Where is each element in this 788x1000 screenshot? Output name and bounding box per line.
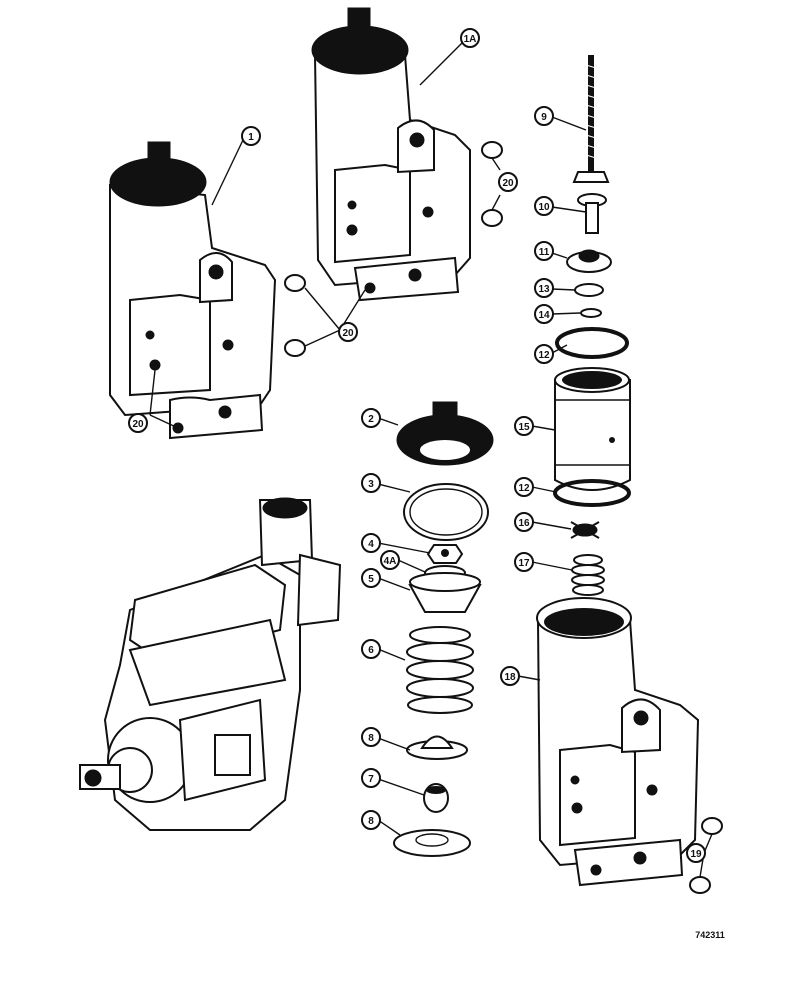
washer-13 <box>574 283 604 297</box>
diaphragm-2 <box>396 401 494 466</box>
callout-20-left: 20 <box>128 413 148 433</box>
spring-seat-8-lower <box>393 829 471 857</box>
svg-text:18: 18 <box>504 672 516 683</box>
plunger-10 <box>577 193 607 234</box>
svg-text:14: 14 <box>538 310 550 321</box>
callout-20-mid: 20 <box>338 322 358 342</box>
svg-text:19: 19 <box>690 849 702 860</box>
svg-text:3: 3 <box>368 479 374 490</box>
spring-guide-16 <box>570 521 600 539</box>
svg-text:4: 4 <box>368 539 374 550</box>
svg-text:10: 10 <box>538 202 550 213</box>
svg-text:9: 9 <box>541 112 547 123</box>
callouts: 1 1A 2 3 4 4A 5 6 7 8 8 9 10 11 12 12 13… <box>128 28 706 863</box>
air-compressor <box>79 497 342 831</box>
snap-ring-3 <box>403 483 489 541</box>
callout-7: 7 <box>361 768 381 788</box>
svg-text:17: 17 <box>518 558 530 569</box>
svg-text:16: 16 <box>518 518 530 529</box>
svg-text:20: 20 <box>502 178 514 189</box>
callout-12-lower: 12 <box>514 477 534 497</box>
plugs-19 <box>689 817 723 894</box>
plugs-20 <box>284 141 503 357</box>
svg-text:8: 8 <box>368 816 374 827</box>
callout-5: 5 <box>361 568 381 588</box>
callout-17: 17 <box>514 552 534 572</box>
svg-text:11: 11 <box>539 247 550 258</box>
governor-housing-1 <box>109 141 277 440</box>
svg-text:2: 2 <box>368 414 374 425</box>
spring-seat-8-upper <box>406 735 468 760</box>
callout-20-top: 20 <box>498 172 518 192</box>
callout-10: 10 <box>534 196 554 216</box>
svg-text:7: 7 <box>368 774 374 785</box>
callout-8-lower: 8 <box>361 810 381 830</box>
callout-14: 14 <box>534 304 554 324</box>
svg-text:5: 5 <box>368 574 374 585</box>
svg-text:1A: 1A <box>464 34 477 45</box>
nut-4 <box>426 544 464 564</box>
adjusting-screw-9 <box>572 55 610 183</box>
svg-text:6: 6 <box>368 645 374 656</box>
piston-15 <box>554 367 631 491</box>
callout-16: 16 <box>514 512 534 532</box>
svg-text:20: 20 <box>132 419 144 430</box>
callout-1a: 1A <box>460 28 480 48</box>
callout-11: 11 <box>534 241 554 261</box>
svg-text:8: 8 <box>368 733 374 744</box>
svg-text:12: 12 <box>538 350 550 361</box>
svg-text:4A: 4A <box>384 556 397 567</box>
governor-body-18 <box>536 597 700 887</box>
callout-4: 4 <box>361 533 381 553</box>
callout-15: 15 <box>514 416 534 436</box>
callout-3: 3 <box>361 473 381 493</box>
ring-14 <box>580 308 602 318</box>
callout-9: 9 <box>534 106 554 126</box>
callout-4a: 4A <box>380 550 400 570</box>
o-ring-12-upper <box>555 327 629 359</box>
spring-6 <box>406 626 474 714</box>
svg-text:1: 1 <box>248 132 254 143</box>
svg-text:12: 12 <box>518 483 530 494</box>
diaphragm-retainer-5 <box>408 572 482 613</box>
callout-13: 13 <box>534 278 554 298</box>
figure-number: 742311 <box>695 930 725 940</box>
retainer-11 <box>566 249 612 273</box>
bushing-7 <box>423 783 449 813</box>
svg-text:13: 13 <box>538 284 550 295</box>
callout-12-upper: 12 <box>534 344 554 364</box>
o-ring-12-lower <box>553 479 631 507</box>
governor-housing-1a <box>311 7 471 302</box>
callout-6: 6 <box>361 639 381 659</box>
svg-text:20: 20 <box>342 328 354 339</box>
callout-18: 18 <box>500 666 520 686</box>
spring-17 <box>571 554 605 596</box>
callout-1: 1 <box>241 126 261 146</box>
callout-8-upper: 8 <box>361 727 381 747</box>
svg-text:15: 15 <box>518 422 530 433</box>
callout-2: 2 <box>361 408 381 428</box>
leader-lines <box>149 42 713 878</box>
callout-19: 19 <box>686 843 706 863</box>
